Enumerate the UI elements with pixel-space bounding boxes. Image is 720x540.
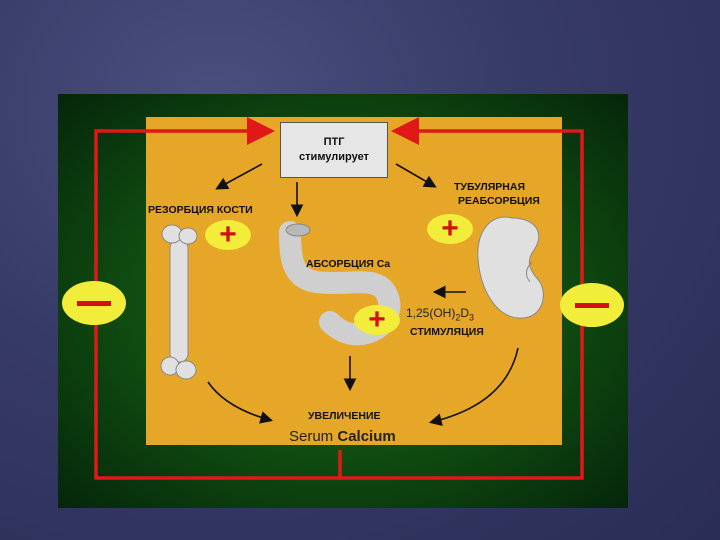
- serum-word: Serum: [289, 428, 334, 445]
- arrow-to-bone: [215, 163, 263, 190]
- ca-absorption-label: АБСОРБЦИЯ Ca: [306, 258, 391, 270]
- vitamin-d-letter: D: [460, 306, 470, 320]
- plus-badge-vitamin-d: +: [354, 305, 400, 335]
- plus-badge-kidney: +: [427, 214, 473, 244]
- intestine-icon: [279, 221, 401, 346]
- intestine-opening: [285, 223, 311, 237]
- ptg-subtitle: стимулирует: [299, 151, 369, 163]
- minus-badge-right: [560, 283, 624, 327]
- stimulation-label: СТИМУЛЯЦИЯ: [410, 326, 484, 338]
- arrow-bone-to-increase: [207, 381, 274, 424]
- serum-calcium-label: Serum Calcium: [289, 428, 396, 445]
- tubular-label-line1: ТУБУЛЯРНАЯ: [454, 181, 525, 193]
- bone-icon: [160, 224, 198, 380]
- plus-badge-bone: +: [205, 220, 251, 250]
- kidney-icon: [477, 216, 544, 319]
- vitamin-d-sub1: 2: [455, 312, 461, 323]
- vitamin-d-label: 1,25(OH)2D3: [406, 306, 474, 322]
- feedback-loop-left: [94, 117, 342, 480]
- tubular-label-line2: РЕАБСОРБЦИЯ: [458, 195, 540, 207]
- arrow-kidney-to-increase: [428, 347, 519, 426]
- bone-resorption-label: РЕЗОРБЦИЯ КОСТИ: [148, 204, 253, 216]
- increase-label: УВЕЛИЧЕНИЕ: [308, 410, 381, 422]
- minus-bar-right: [575, 302, 609, 308]
- ptg-stimulates-box: ПТГ стимулирует: [280, 122, 388, 178]
- minus-badge-left: [62, 281, 126, 325]
- ptg-title: ПТГ: [323, 136, 345, 148]
- vitamin-d-prefix: 1,25(OH): [406, 306, 456, 320]
- minus-bar-left: [77, 300, 111, 306]
- vitamin-d-sub2: 3: [469, 312, 475, 323]
- calcium-word: Calcium: [337, 428, 396, 445]
- arrow-to-kidney: [395, 163, 437, 188]
